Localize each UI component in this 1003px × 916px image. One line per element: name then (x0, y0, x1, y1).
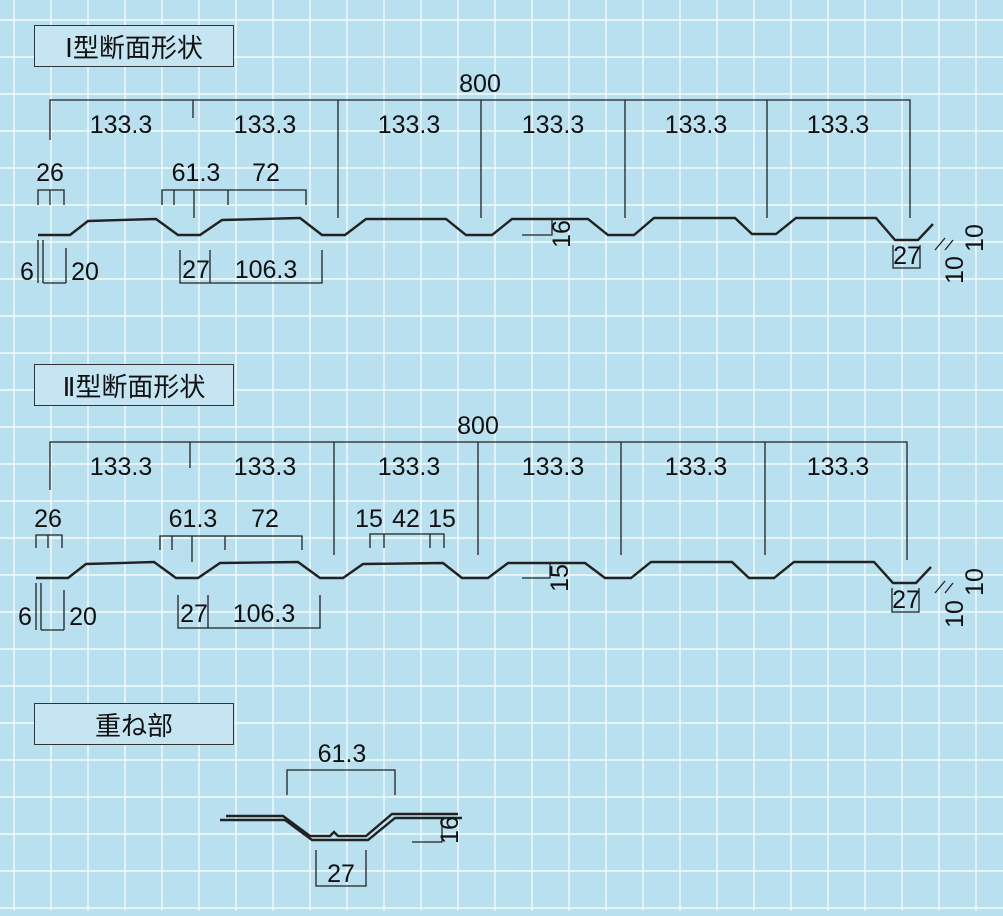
type2-dim-15-42-15-line (369, 533, 445, 548)
type2-section (35, 441, 954, 631)
type2-dim-6-20-line (35, 583, 65, 631)
overlap-dim-16-line (412, 818, 443, 843)
type1-pitch-5: 133.3 (665, 111, 728, 139)
type2-dim-72: 72 (251, 505, 279, 533)
overlap-labels: 61.3 16 27 (318, 740, 464, 888)
type2-dim-10-line (934, 580, 954, 594)
type1-dim-16: 16 (548, 220, 576, 248)
type2-dim-61-72-line (159, 535, 303, 562)
type1-dim-26: 26 (36, 159, 64, 187)
overlap-dim-61-3-line (286, 769, 396, 795)
type2-dim-27-106-line (177, 595, 321, 629)
overlap-dim-16: 16 (436, 816, 464, 844)
type2-pitch-6: 133.3 (807, 453, 870, 481)
type1-total-dim-line (49, 99, 911, 218)
type2-dim-6: 6 (18, 603, 32, 631)
type1-labels: 800 133.3 133.3 133.3 133.3 133.3 133.3 … (20, 70, 989, 286)
overlap-profile-upper (226, 812, 458, 838)
type1-dim-61-3: 61.3 (172, 159, 221, 187)
type2-pitch-3: 133.3 (378, 453, 441, 481)
type1-pitch-2: 133.3 (234, 111, 297, 139)
type1-dim-72: 72 (252, 159, 280, 187)
type1-profile (38, 216, 934, 242)
type1-dim-10-line (934, 237, 954, 251)
type1-pitch-4: 133.3 (522, 111, 585, 139)
overlap-section (220, 769, 462, 887)
type2-dim-10b: 10 (961, 568, 989, 596)
type1-dim-10b: 10 (961, 224, 989, 252)
type2-pitch-1: 133.3 (90, 453, 153, 481)
type1-total-width: 800 (459, 70, 501, 98)
overlap-title: 重ね部 (34, 703, 234, 745)
type1-section (37, 99, 954, 284)
type2-dim-27-end: 27 (892, 586, 920, 614)
overlap-dim-27-line (315, 850, 367, 887)
type2-pitch-2: 133.3 (234, 453, 297, 481)
type1-dim-16-line (522, 219, 553, 236)
overlap-profile-lower (220, 816, 462, 842)
type2-dim-27: 27 (180, 600, 208, 628)
type1-dim-6: 6 (20, 258, 34, 286)
type2-dim-15-line (522, 563, 551, 579)
type2-dim-26: 26 (34, 505, 62, 533)
type1-pitch-6: 133.3 (807, 111, 870, 139)
type1-pitch-1: 133.3 (90, 111, 153, 139)
type1-dim-6-20-line (37, 240, 67, 284)
type2-dim-15a: 15 (355, 505, 383, 533)
type2-title: Ⅱ型断面形状 (34, 364, 234, 406)
type1-dim-27: 27 (182, 256, 210, 284)
type2-dim-15c: 15 (546, 564, 574, 592)
type2-dim-26-line (35, 534, 63, 548)
type2-total-width: 800 (457, 412, 499, 440)
type2-pitch-5: 133.3 (665, 453, 728, 481)
type1-dim-10a: 10 (941, 256, 969, 284)
type2-dim-106-3: 106.3 (233, 600, 296, 628)
type1-dim-106-3: 106.3 (235, 256, 298, 284)
overlap-dim-27: 27 (327, 860, 355, 888)
type1-dim-27-106-line (179, 250, 323, 284)
type1-pitch-ticks (192, 100, 768, 218)
type2-dim-20: 20 (69, 603, 97, 631)
type2-dim-15b: 15 (428, 505, 456, 533)
type2-pitch-ticks (189, 442, 766, 555)
type1-pitch-3: 133.3 (378, 111, 441, 139)
type1-title: Ⅰ型断面形状 (34, 25, 234, 67)
type2-pitch-4: 133.3 (522, 453, 585, 481)
type2-labels: 800 133.3 133.3 133.3 133.3 133.3 133.3 … (18, 412, 989, 631)
type2-dim-27-end-line (891, 588, 920, 613)
type2-dim-10a: 10 (941, 600, 969, 628)
type1-dim-26-line (37, 189, 65, 205)
overlap-dim-61-3: 61.3 (318, 740, 367, 768)
type2-profile (36, 560, 932, 585)
type2-dim-42: 42 (392, 505, 420, 533)
type1-dim-61-72-line (161, 189, 307, 218)
type2-dim-61-3: 61.3 (169, 505, 218, 533)
type1-dim-27-end-line (892, 245, 921, 269)
type1-dim-20: 20 (71, 258, 99, 286)
type1-dim-27-end: 27 (893, 242, 921, 270)
